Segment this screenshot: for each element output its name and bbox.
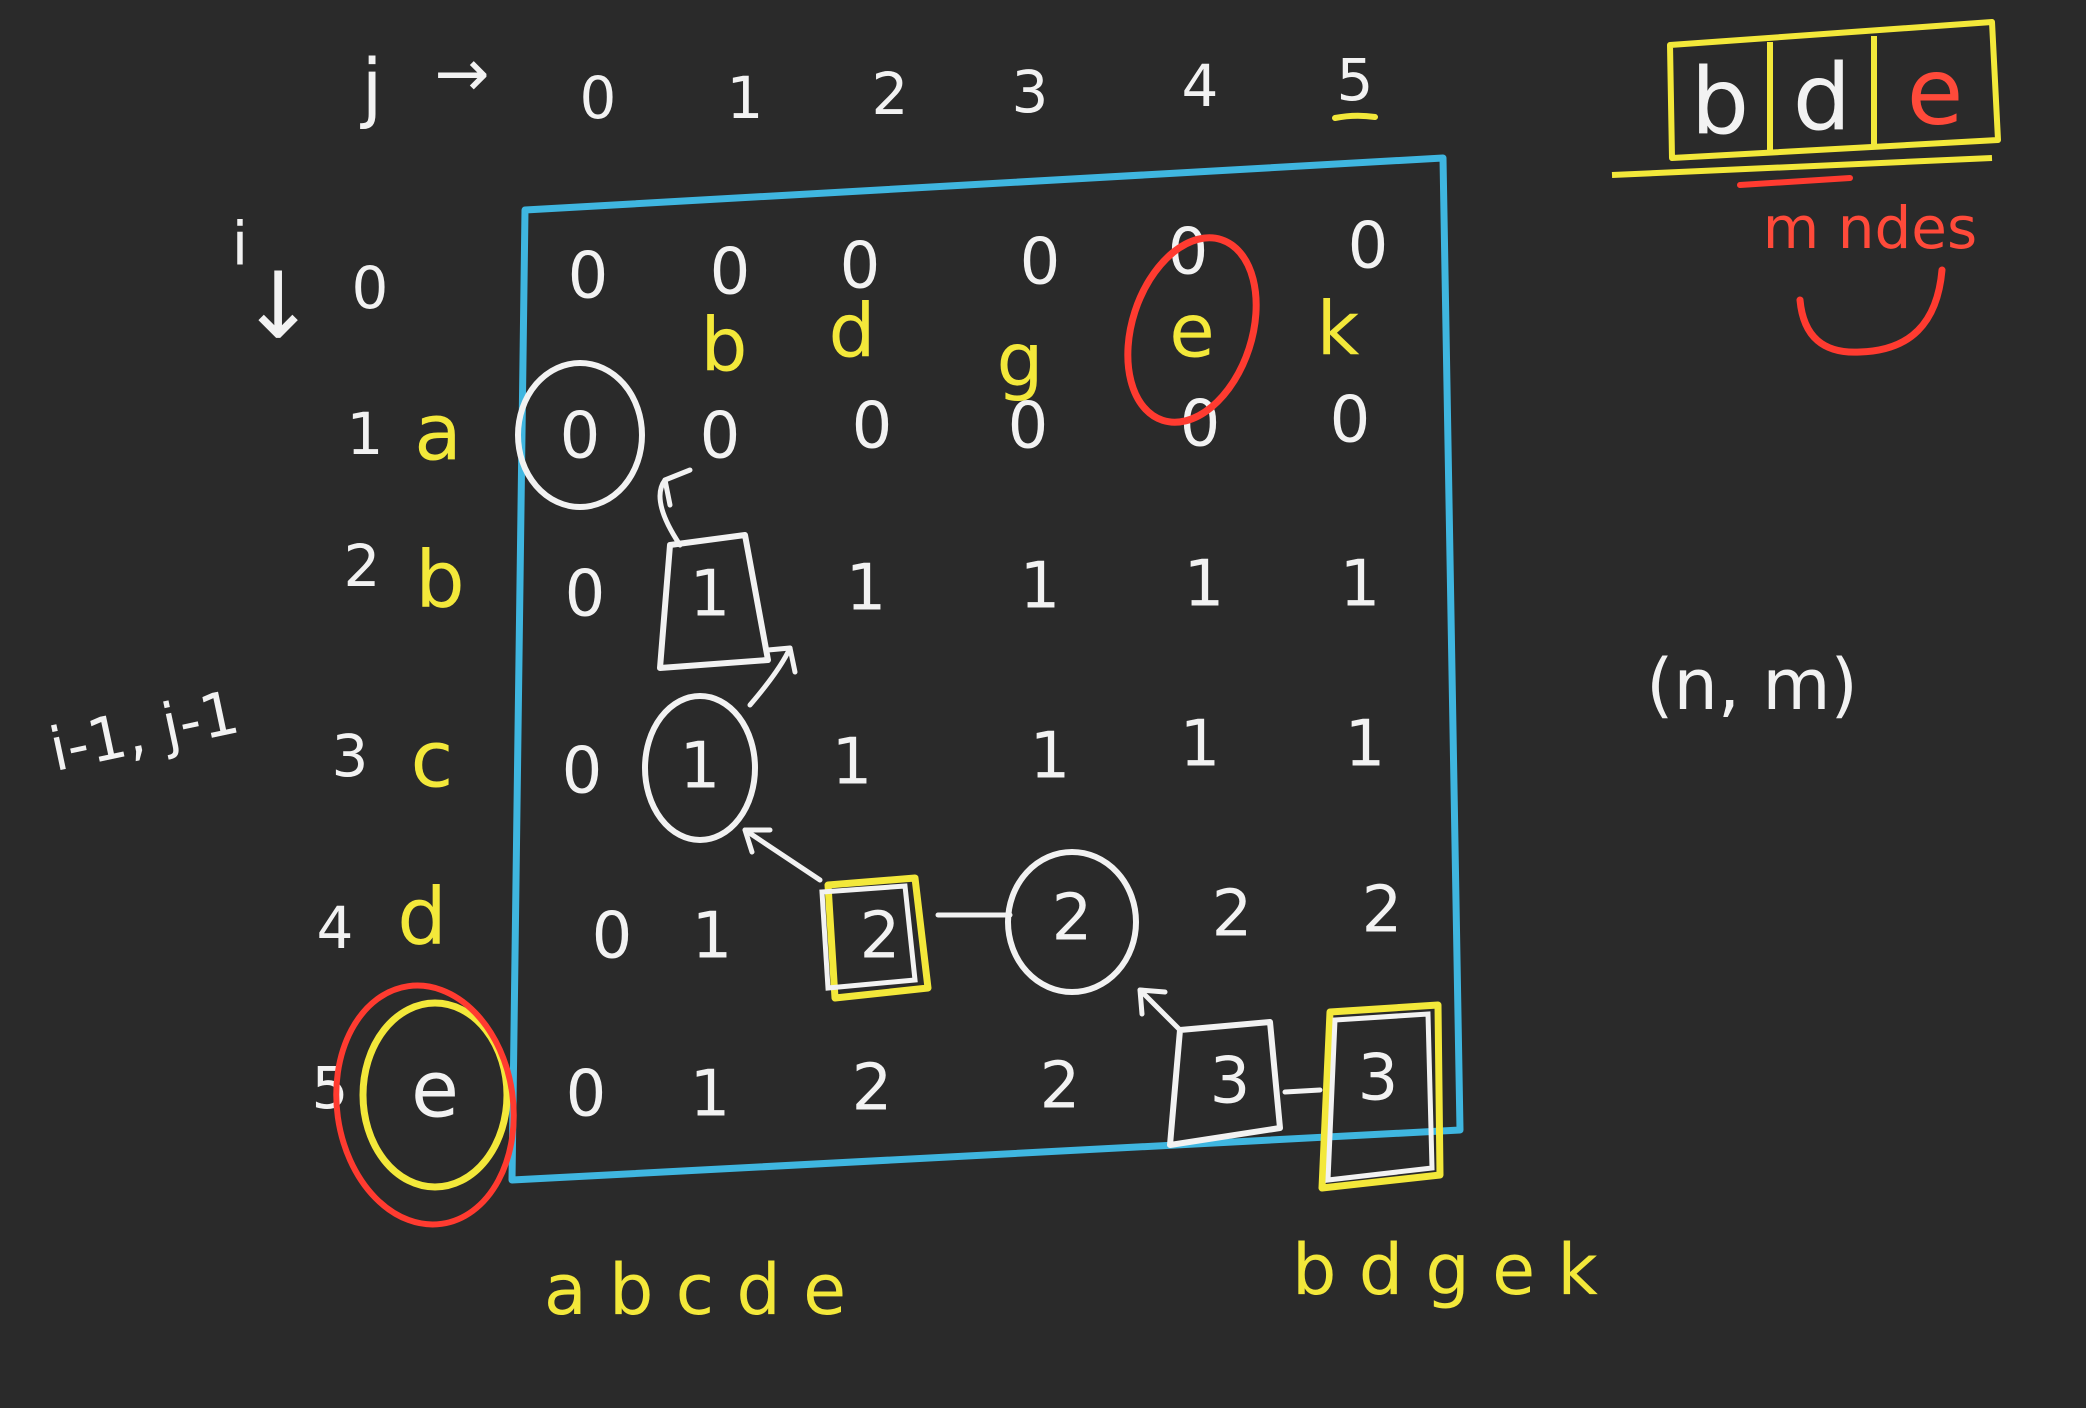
cell-3-1: 1 — [680, 730, 721, 804]
j-arrow: → — [434, 35, 489, 112]
col-index-2: 2 — [872, 60, 909, 128]
cell-0-5: 0 — [1348, 210, 1389, 284]
i-arrow: ↓ — [239, 252, 316, 359]
col-char-1: b — [701, 303, 748, 389]
cell-2-0: 0 — [565, 558, 606, 632]
result-char-1: d — [1793, 44, 1851, 151]
cell-0-0: 0 — [568, 240, 609, 314]
col-char-5: k — [1317, 287, 1360, 373]
cell-4-5: 2 — [1362, 874, 1403, 948]
col-5-underline — [1332, 112, 1378, 121]
cell-5-4: 3 — [1210, 1045, 1251, 1119]
cell-5-5: 3 — [1358, 1042, 1399, 1116]
reverse-arrow-icon — [1796, 266, 1946, 356]
cell-0-3: 0 — [1020, 226, 1061, 300]
trace-circle-1-0 — [515, 360, 645, 510]
trace-circle-3-1 — [642, 693, 758, 843]
cell-1-5: 0 — [1330, 384, 1371, 458]
col-char-4: e — [1169, 289, 1215, 375]
row-index-2: 2 — [344, 532, 381, 600]
col-index-4: 4 — [1182, 52, 1219, 120]
col-index-0: 0 — [580, 64, 617, 132]
cell-5-0: 0 — [566, 1058, 607, 1132]
row-index-4: 4 — [317, 894, 354, 962]
trace-box-5-5-inner — [1325, 1011, 1435, 1183]
cell-2-5: 1 — [1340, 548, 1381, 622]
cell-3-0: 0 — [562, 735, 603, 809]
row-char-1: a — [414, 388, 462, 478]
j-label: j — [359, 42, 382, 131]
trace-circle-row-e — [359, 999, 511, 1191]
dims-note: (n, m) — [1646, 644, 1858, 726]
row-index-1: 1 — [347, 400, 384, 468]
trace-box-4-2 — [824, 874, 932, 1002]
col-index-3: 3 — [1012, 58, 1049, 126]
string-2-label: b d g e k — [1292, 1229, 1598, 1311]
col-index-1: 1 — [727, 64, 764, 132]
trace-box-2-1 — [657, 532, 771, 671]
cell-2-3: 1 — [1020, 550, 1061, 624]
result-box-underline — [1611, 155, 1993, 178]
cell-5-2: 2 — [852, 1052, 893, 1126]
row-char-2: b — [415, 535, 465, 625]
cell-3-3: 1 — [1030, 720, 1071, 794]
side-note-prev-indices: i-1, j-1 — [44, 678, 246, 786]
row-index-3: 3 — [332, 722, 369, 790]
row-index-0: 0 — [352, 254, 389, 322]
result-char-2: e — [1907, 38, 1964, 145]
i-label: i — [232, 210, 249, 280]
cell-0-1: 0 — [710, 236, 751, 310]
result-char-0: b — [1691, 48, 1749, 155]
cell-1-1: 0 — [700, 400, 741, 474]
row-char-5: e — [411, 1045, 459, 1135]
cell-1-3: 0 — [1008, 390, 1049, 464]
cell-4-3: 2 — [1052, 882, 1093, 956]
trace-circle-4-3 — [1005, 849, 1139, 995]
cell-5-3: 2 — [1040, 1050, 1081, 1124]
result-note: m ndes — [1763, 194, 1977, 262]
trace-arrows — [657, 467, 1323, 1095]
cell-2-2: 1 — [846, 552, 887, 626]
cell-0-2: 0 — [840, 230, 881, 304]
trace-box-5-5 — [1318, 1001, 1444, 1192]
row-index-5: 5 — [312, 1054, 349, 1122]
trace-circle-row-e-red — [333, 982, 517, 1228]
row-char-4: d — [397, 872, 447, 962]
trace-box-4-2-inner — [819, 883, 918, 991]
trace-circle-col-e — [1124, 234, 1260, 426]
cell-3-5: 1 — [1345, 708, 1386, 782]
row-char-3: c — [411, 715, 454, 805]
cell-1-0: 0 — [560, 400, 601, 474]
cell-3-2: 1 — [832, 726, 873, 800]
cell-3-4: 1 — [1180, 708, 1221, 782]
col-index-5: 5 — [1337, 46, 1374, 114]
trace-box-5-4 — [1167, 1019, 1283, 1148]
col-char-2: d — [829, 289, 876, 375]
cell-4-1: 1 — [692, 900, 733, 974]
cell-1-4: 0 — [1180, 388, 1221, 462]
cell-5-1: 1 — [690, 1058, 731, 1132]
cell-4-4: 2 — [1212, 878, 1253, 952]
result-box-frame — [1667, 19, 2001, 161]
result-note-underline — [1737, 175, 1853, 188]
cell-2-1: 1 — [690, 558, 731, 632]
string-1-label: a b c d e — [544, 1249, 846, 1331]
dp-table-border — [508, 154, 1464, 1184]
cell-2-4: 1 — [1184, 548, 1225, 622]
cell-1-2: 0 — [852, 390, 893, 464]
cell-4-0: 0 — [592, 900, 633, 974]
cell-4-2: 2 — [860, 900, 901, 974]
col-char-3: g — [997, 318, 1044, 404]
